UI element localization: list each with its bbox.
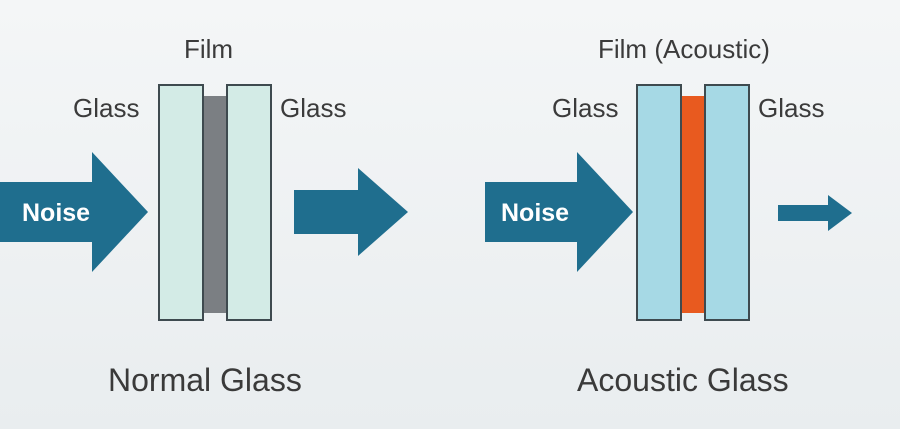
- noise-input-arrow: [485, 152, 633, 272]
- normal-glass-panel: Film Glass Glass Noise Normal Glass: [0, 34, 408, 398]
- glass-pane-left: [636, 84, 682, 321]
- glass-pane-right: [704, 84, 750, 321]
- film-layer: [204, 96, 226, 313]
- glass-pane-left: [158, 84, 204, 321]
- film-label: Film: [184, 34, 234, 64]
- normal-glass-caption: Normal Glass: [108, 362, 302, 398]
- acoustic-glass-panel: Film (Acoustic) Glass Glass Noise Acoust…: [450, 0, 900, 429]
- noise-input-label: Noise: [501, 199, 570, 227]
- film-acoustic-label: Film (Acoustic): [598, 34, 770, 64]
- glass-left-label: Glass: [552, 93, 619, 123]
- glass-left-label: Glass: [73, 93, 140, 123]
- noise-output-arrow-small: [778, 195, 852, 231]
- acoustic-film-layer: [682, 96, 704, 313]
- noise-input-arrow: [0, 152, 148, 272]
- glass-right-label: Glass: [758, 93, 825, 123]
- acoustic-glass-caption: Acoustic Glass: [577, 362, 789, 398]
- noise-input-label: Noise: [22, 199, 91, 227]
- noise-output-arrow-large: [294, 168, 408, 256]
- glass-pane-right: [226, 84, 272, 321]
- glass-right-label: Glass: [280, 93, 347, 123]
